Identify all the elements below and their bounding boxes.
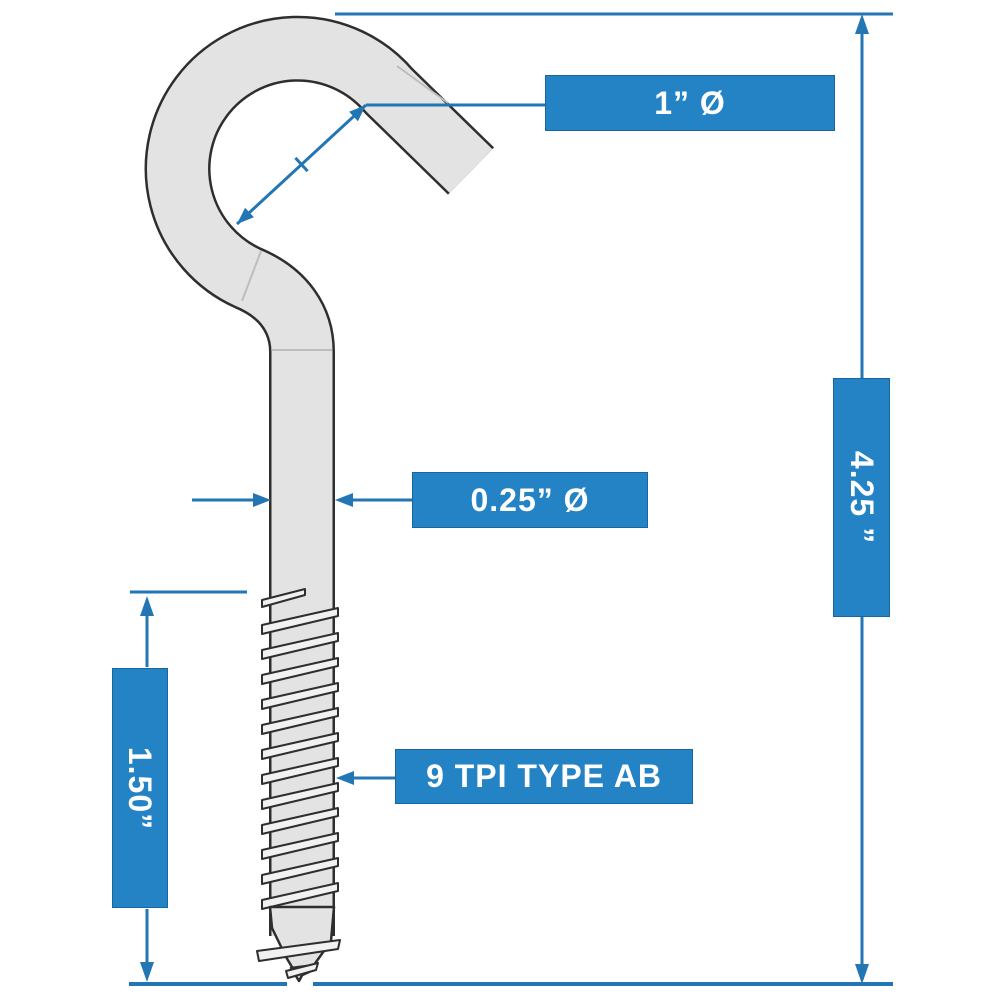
hook-diameter-callout: 1” Ø: [545, 75, 835, 131]
dimension-annotations: [129, 12, 893, 986]
arrow-right-icon: [253, 493, 271, 507]
arrow-down-icon: [140, 962, 154, 982]
overall-length-dimension: [129, 12, 893, 986]
rod-diameter-label: 0.25” Ø: [470, 481, 590, 518]
overall-length-label: 4.25 ”: [844, 450, 881, 545]
thread-spec-label: 9 TPI TYPE AB: [426, 758, 662, 794]
rod-diameter-callout: 0.25” Ø: [412, 472, 648, 528]
arrow-down-icon: [855, 964, 869, 984]
arrow-left-icon: [335, 493, 353, 507]
thread-runout: [261, 588, 306, 608]
thread-spec-leader: [336, 771, 395, 785]
overall-length-callout: 4.25 ”: [833, 378, 890, 617]
thread-length-callout: 1.50”: [112, 668, 168, 908]
arrow-upright-icon: [349, 105, 366, 122]
hook-body: [144, 15, 495, 936]
hook-diameter-dimension: [235, 103, 545, 226]
thread-section: [256, 588, 341, 983]
arrow-up-icon: [140, 596, 154, 616]
hook-diameter-label: 1” Ø: [654, 84, 726, 121]
hook-seam-tip: [396, 65, 449, 104]
thread-length-label: 1.50”: [122, 746, 159, 830]
tip-thread-wrap-small: [285, 962, 319, 979]
hook-diameter-center-tick: [294, 156, 309, 173]
thread-spec-callout: 9 TPI TYPE AB: [395, 749, 693, 804]
arrow-left-icon: [336, 771, 354, 785]
hook-metal-fill: [147, 18, 493, 936]
tip-thread-wrap: [256, 939, 341, 962]
rod-diameter-dimension: [192, 493, 412, 507]
arrow-up-icon: [855, 14, 869, 34]
arrow-downleft-icon: [237, 207, 254, 224]
thread-length-dimension: [130, 590, 247, 982]
hook-seam-curve: [241, 250, 262, 302]
